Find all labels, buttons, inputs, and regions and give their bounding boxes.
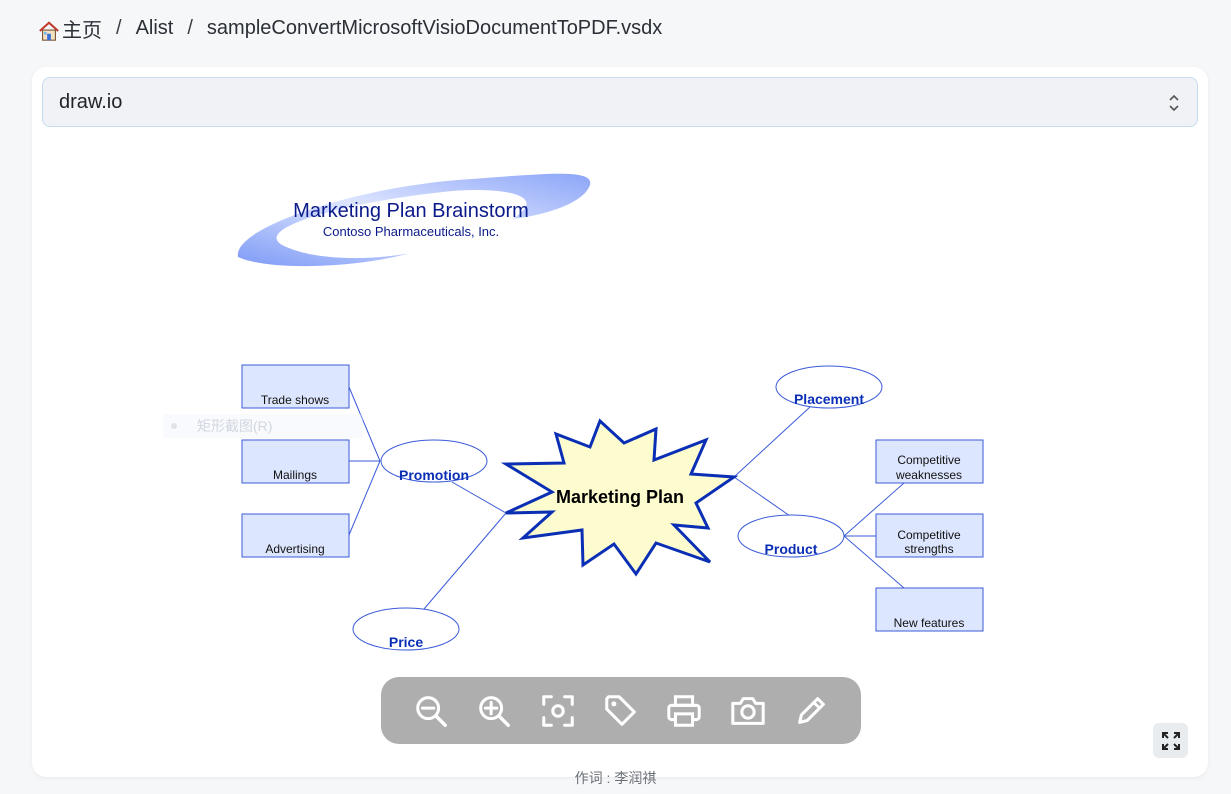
tag-button[interactable] [601,691,641,731]
breadcrumb-home-label: 主页 [62,19,102,42]
node-product[interactable]: Product [737,514,845,558]
leaf-label-line2: weaknesses [895,468,962,482]
leaf-competitive-strengths[interactable]: Competitive strengths [875,513,984,558]
reset-focus-button[interactable] [538,691,578,731]
node-label: Product [765,541,818,557]
tag-icon [605,694,636,726]
connectors [348,386,905,610]
edit-button[interactable] [791,691,831,731]
screenshot-button[interactable] [728,691,768,731]
diagram-subtitle: Contoso Pharmaceuticals, Inc. [323,224,499,239]
pencil-icon [798,696,826,724]
camera-icon [731,696,765,725]
leaf-label-line1: Competitive [897,453,961,467]
breadcrumb: 主页 / Alist / sampleConvertMicrosoftVisio… [38,14,662,42]
node-label: Placement [794,391,864,407]
expand-icon [1161,731,1180,750]
leaf-competitive-weaknesses[interactable]: Competitive weaknesses [875,439,984,484]
footer-lyrics: 作词 : 李润祺 [0,768,1231,788]
breadcrumb-separator: / [116,16,122,39]
leaf-mailings[interactable]: Mailings [241,439,350,484]
leaf-label-line1: Competitive [897,528,961,542]
node-marketing-plan[interactable]: Marketing Plan [500,418,739,577]
leaf-trade-shows[interactable]: Trade shows [241,364,350,409]
viewer-select[interactable]: draw.io [42,77,1198,127]
diagram-title: Marketing Plan Brainstorm [293,200,529,222]
node-promotion[interactable]: Promotion [380,439,488,483]
leaf-label: Trade shows [261,393,329,407]
focus-icon [541,694,574,727]
node-label: Price [389,634,423,650]
viewer-select-value: draw.io [59,90,123,113]
print-button[interactable] [664,691,704,731]
context-menu-hint-label: 矩形截图(R) [197,418,273,434]
leaf-new-features[interactable]: New features [875,587,984,632]
context-menu-hint: 矩形截图(R) [163,414,363,438]
bullet-icon [171,423,177,429]
home-icon [39,21,59,41]
print-icon [667,694,702,727]
leaf-label-line2: strengths [904,542,953,556]
zoom-in-button[interactable] [474,691,514,731]
zoom-out-button[interactable] [411,691,451,731]
title-banner: Marketing Plan Brainstorm Contoso Pharma… [237,173,591,267]
center-label: Marketing Plan [556,487,684,507]
leaf-label: Advertising [265,542,324,556]
zoom-in-icon [479,695,511,727]
leaf-advertising[interactable]: Advertising [241,513,350,558]
zoom-out-icon [415,695,447,727]
node-label: Promotion [399,467,469,483]
breadcrumb-home[interactable]: 主页 [38,14,102,43]
node-price[interactable]: Price [352,607,460,651]
preview-card: draw.io Marketing Plan Brainstorm Contos… [32,67,1208,777]
breadcrumb-item-file: sampleConvertMicrosoftVisioDocumentToPDF… [206,16,663,39]
footer-line: 作词 : 李润祺 [574,770,657,786]
node-placement[interactable]: Placement [775,365,883,409]
breadcrumb-item-alist[interactable]: Alist [135,16,174,39]
leaf-label: Mailings [273,468,317,482]
breadcrumb-separator: / [187,16,193,39]
fullscreen-button[interactable] [1153,723,1188,758]
viewer-toolbar [381,677,861,744]
diagram-canvas[interactable]: Marketing Plan Brainstorm Contoso Pharma… [32,67,1208,777]
chevron-updown-icon [1169,94,1179,112]
leaf-label: New features [894,616,965,630]
